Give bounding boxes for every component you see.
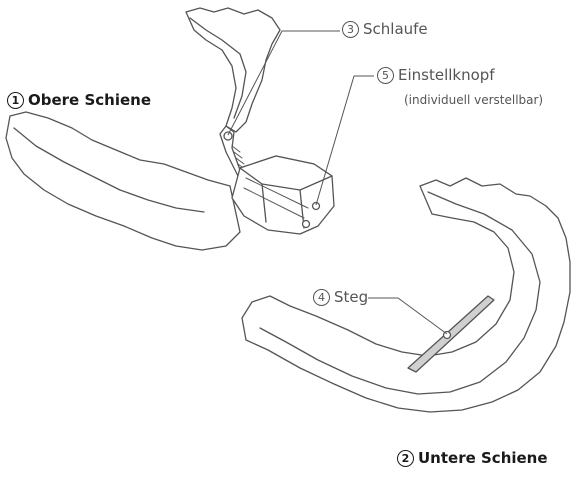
upper-splint-text: Obere Schiene [28,91,151,109]
knob-number-badge: 5 [377,67,394,84]
bar-text: Steg [334,288,368,306]
leader-bar [368,298,447,334]
lower-number-badge: 2 [397,450,414,467]
lower-splint-text: Untere Schiene [418,449,548,467]
loop-number-badge: 3 [342,21,359,38]
upper-splint-rear-arm [186,8,280,132]
knob-text: Einstellknopf [398,66,495,84]
knob-subtext: (individuell verstellbar) [404,93,543,107]
upper-number-badge: 1 [7,92,24,109]
knob-screw-front [303,221,310,228]
bar-number-badge: 4 [313,289,330,306]
upper-splint-front-arm [6,112,240,250]
loop-text: Schlaufe [363,20,428,38]
loop-pin [224,132,232,140]
